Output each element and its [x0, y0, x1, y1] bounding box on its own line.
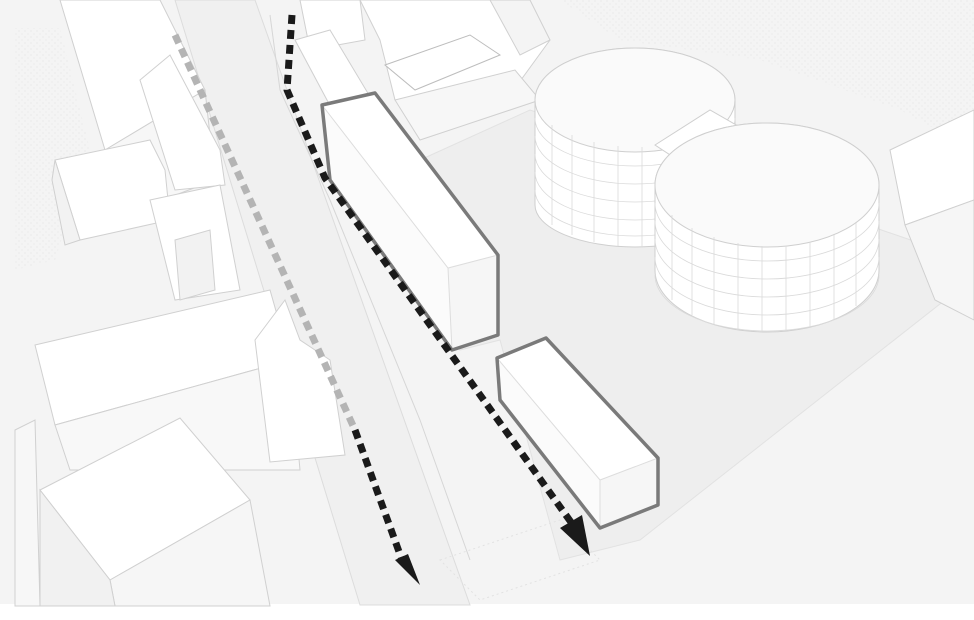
context-building [15, 420, 40, 606]
context-building [175, 230, 215, 300]
cylindrical-tower-right [655, 123, 879, 332]
